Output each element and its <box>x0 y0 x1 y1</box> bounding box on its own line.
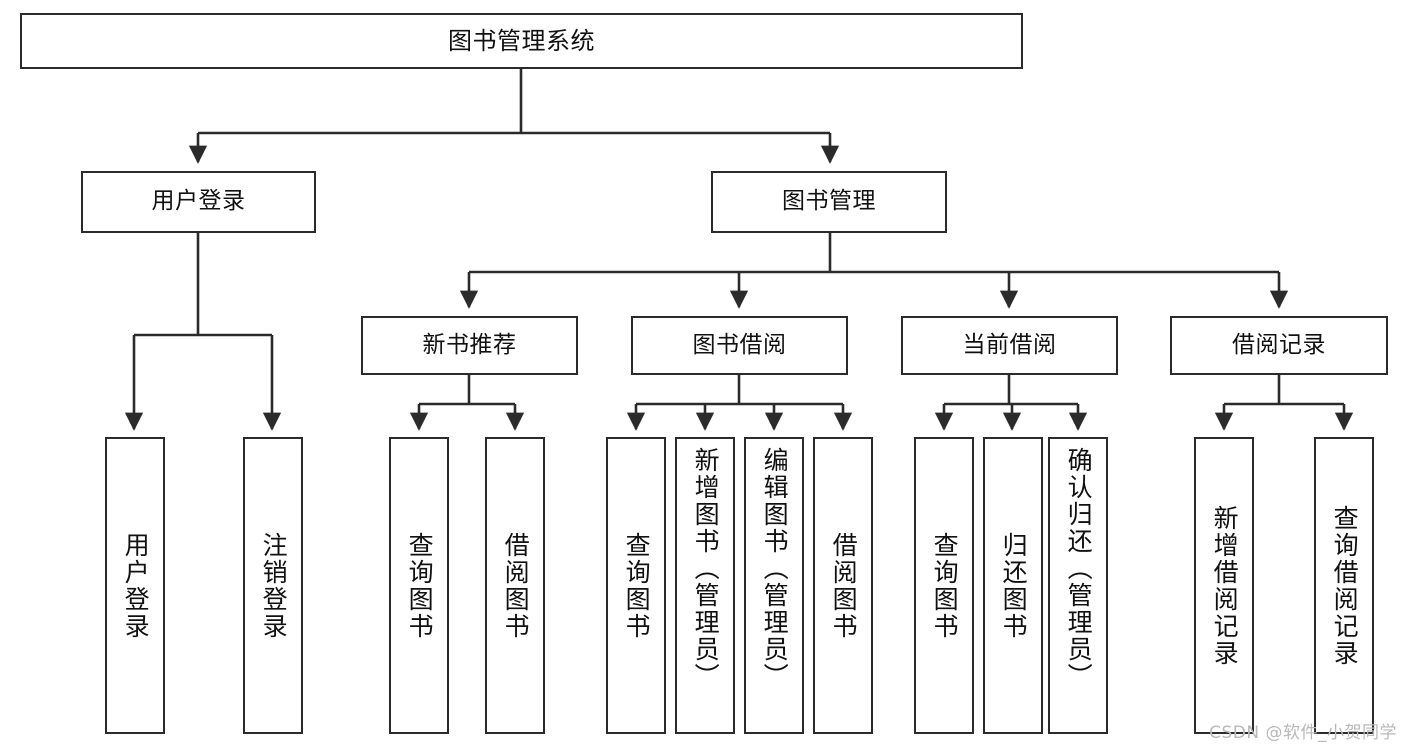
node-label: 用户登录 <box>151 188 246 215</box>
node-label: 借阅图书 <box>829 531 859 640</box>
node-current-borrow[interactable]: 当前借阅 <box>901 316 1118 375</box>
leaf-add-borrow-record[interactable]: 新增借阅记录 <box>1194 437 1254 734</box>
node-label: 借阅记录 <box>1232 331 1326 358</box>
leaf-query-borrow-record[interactable]: 查询借阅记录 <box>1314 437 1374 734</box>
node-label: 编辑图书（管理员） <box>760 447 790 690</box>
leaf-user-logout[interactable]: 注销登录 <box>243 437 303 734</box>
node-label: 新增借阅记录 <box>1210 504 1240 667</box>
node-label: 新书推荐 <box>422 331 517 358</box>
node-label: 图书借阅 <box>692 331 787 358</box>
leaf-borrow-book-new-recommend[interactable]: 借阅图书 <box>485 437 545 734</box>
node-label: 查询借阅记录 <box>1330 504 1360 667</box>
leaf-query-book-borrow[interactable]: 查询图书 <box>606 437 666 734</box>
node-book-borrow[interactable]: 图书借阅 <box>631 316 848 375</box>
node-label: 新增图书（管理员） <box>691 447 721 690</box>
node-label: 用户登录 <box>121 531 151 640</box>
leaf-borrow-book-borrow[interactable]: 借阅图书 <box>813 437 873 734</box>
leaf-user-login[interactable]: 用户登录 <box>105 437 165 734</box>
node-root-system[interactable]: 图书管理系统 <box>20 13 1023 69</box>
node-borrow-record[interactable]: 借阅记录 <box>1170 316 1388 375</box>
node-book-manage[interactable]: 图书管理 <box>711 171 947 233</box>
node-label: 查询图书 <box>405 531 435 640</box>
leaf-return-book[interactable]: 归还图书 <box>983 437 1043 734</box>
leaf-edit-book-admin[interactable]: 编辑图书（管理员） <box>744 437 804 734</box>
leaf-add-book-admin[interactable]: 新增图书（管理员） <box>675 437 735 734</box>
node-label: 归还图书 <box>999 531 1029 640</box>
node-label: 注销登录 <box>259 531 289 640</box>
leaf-query-book-current[interactable]: 查询图书 <box>914 437 974 734</box>
node-label: 图书管理 <box>782 188 876 215</box>
leaf-confirm-return-admin[interactable]: 确认归还（管理员） <box>1048 437 1108 734</box>
node-label: 查询图书 <box>622 531 652 640</box>
node-new-book-recommend[interactable]: 新书推荐 <box>361 316 578 375</box>
node-label: 确认归还（管理员） <box>1064 447 1094 690</box>
node-label: 当前借阅 <box>962 331 1057 358</box>
node-label: 查询图书 <box>930 531 960 640</box>
node-label: 借阅图书 <box>501 531 531 640</box>
leaf-query-book-new-recommend[interactable]: 查询图书 <box>389 437 449 734</box>
node-user-login[interactable]: 用户登录 <box>81 171 316 233</box>
watermark-text: CSDN @软件_小贺同学 <box>1209 723 1397 743</box>
node-label: 图书管理系统 <box>448 26 595 55</box>
